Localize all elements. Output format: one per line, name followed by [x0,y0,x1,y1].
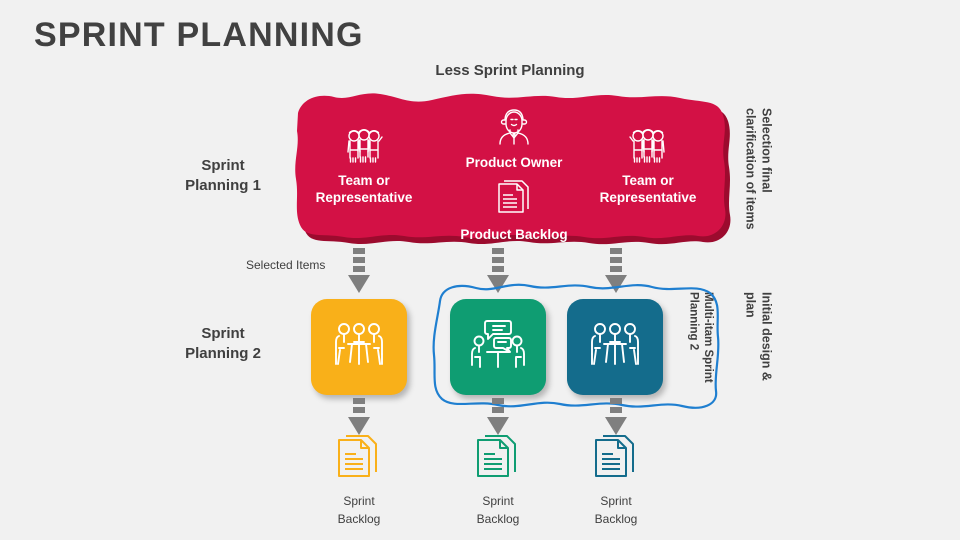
meeting-table-icon [330,319,388,376]
output-label-line1: Sprint [482,494,514,508]
team-group-icon [586,128,710,169]
output-label-line1: Sprint [600,494,632,508]
team-group-icon [302,128,426,169]
flow-arrow-down [348,398,370,436]
side-label-multi-item-sprint-planning-2: Multi-itam Sprint Planning 2 [687,292,714,383]
sprint-backlog-document-icon [304,434,414,489]
sprint-backlog-document-icon [561,434,671,489]
activity-box-discussion-green[interactable] [450,299,546,395]
sprint-planning-1-banner [288,89,732,246]
banner-item-product-backlog-label: Product Backlog [460,226,568,242]
banner-item-team-right-line2: Representative [599,190,697,206]
output-sprint-backlog-teal: Sprint Backlog [561,434,671,528]
product-owner-icon [452,108,576,151]
output-sprint-backlog-orange: Sprint Backlog [304,434,414,528]
output-label-line2: Backlog [476,512,520,526]
side-label-initial-design-plan: Initial design & plan [743,292,774,381]
banner-item-product-backlog: Product Backlog [452,180,576,243]
output-label-line2: Backlog [594,512,638,526]
flow-arrow-down [605,398,627,436]
row-label-sprint-planning-1: Sprint Planning 1 [148,156,298,197]
banner-item-team-left-line2: Representative [315,190,413,206]
output-sprint-backlog-green: Sprint Backlog [443,434,553,528]
product-backlog-document-icon [452,180,576,223]
banner-item-team-right-line1: Team or [622,172,674,188]
banner-item-team-right: Team or Representative [586,128,710,207]
row-label-2-line2: Planning 2 [185,345,261,363]
activity-box-meeting-orange[interactable] [311,299,407,395]
selected-items-label: Selected Items [246,258,326,272]
flow-arrow-down [487,398,509,436]
banner-item-team-left: Team or Representative [302,128,426,207]
side-label-selection-final-clarification: Selection final clarification of items [743,108,774,230]
banner-item-team-left-line1: Team or [338,172,390,188]
section-header-less-sprint-planning: Less Sprint Planning [435,62,585,79]
output-label-line2: Backlog [337,512,381,526]
row-label-sprint-planning-2: Sprint Planning 2 [148,324,298,365]
flow-arrow-down [487,248,509,294]
banner-item-product-owner-label: Product Owner [465,154,563,170]
activity-box-meeting-teal[interactable] [567,299,663,395]
sprint-backlog-document-icon [443,434,553,489]
page-title: SPRINT PLANNING [34,16,364,54]
meeting-table-icon [586,319,644,376]
row-label-1-line2: Planning 1 [185,177,261,195]
banner-item-product-owner: Product Owner [452,108,576,171]
discussion-speech-icon [470,319,526,376]
flow-arrow-down [348,248,370,294]
output-label-line1: Sprint [343,494,375,508]
row-label-1-line1: Sprint [201,157,245,174]
flow-arrow-down [605,248,627,294]
row-label-2-line1: Sprint [201,325,245,342]
